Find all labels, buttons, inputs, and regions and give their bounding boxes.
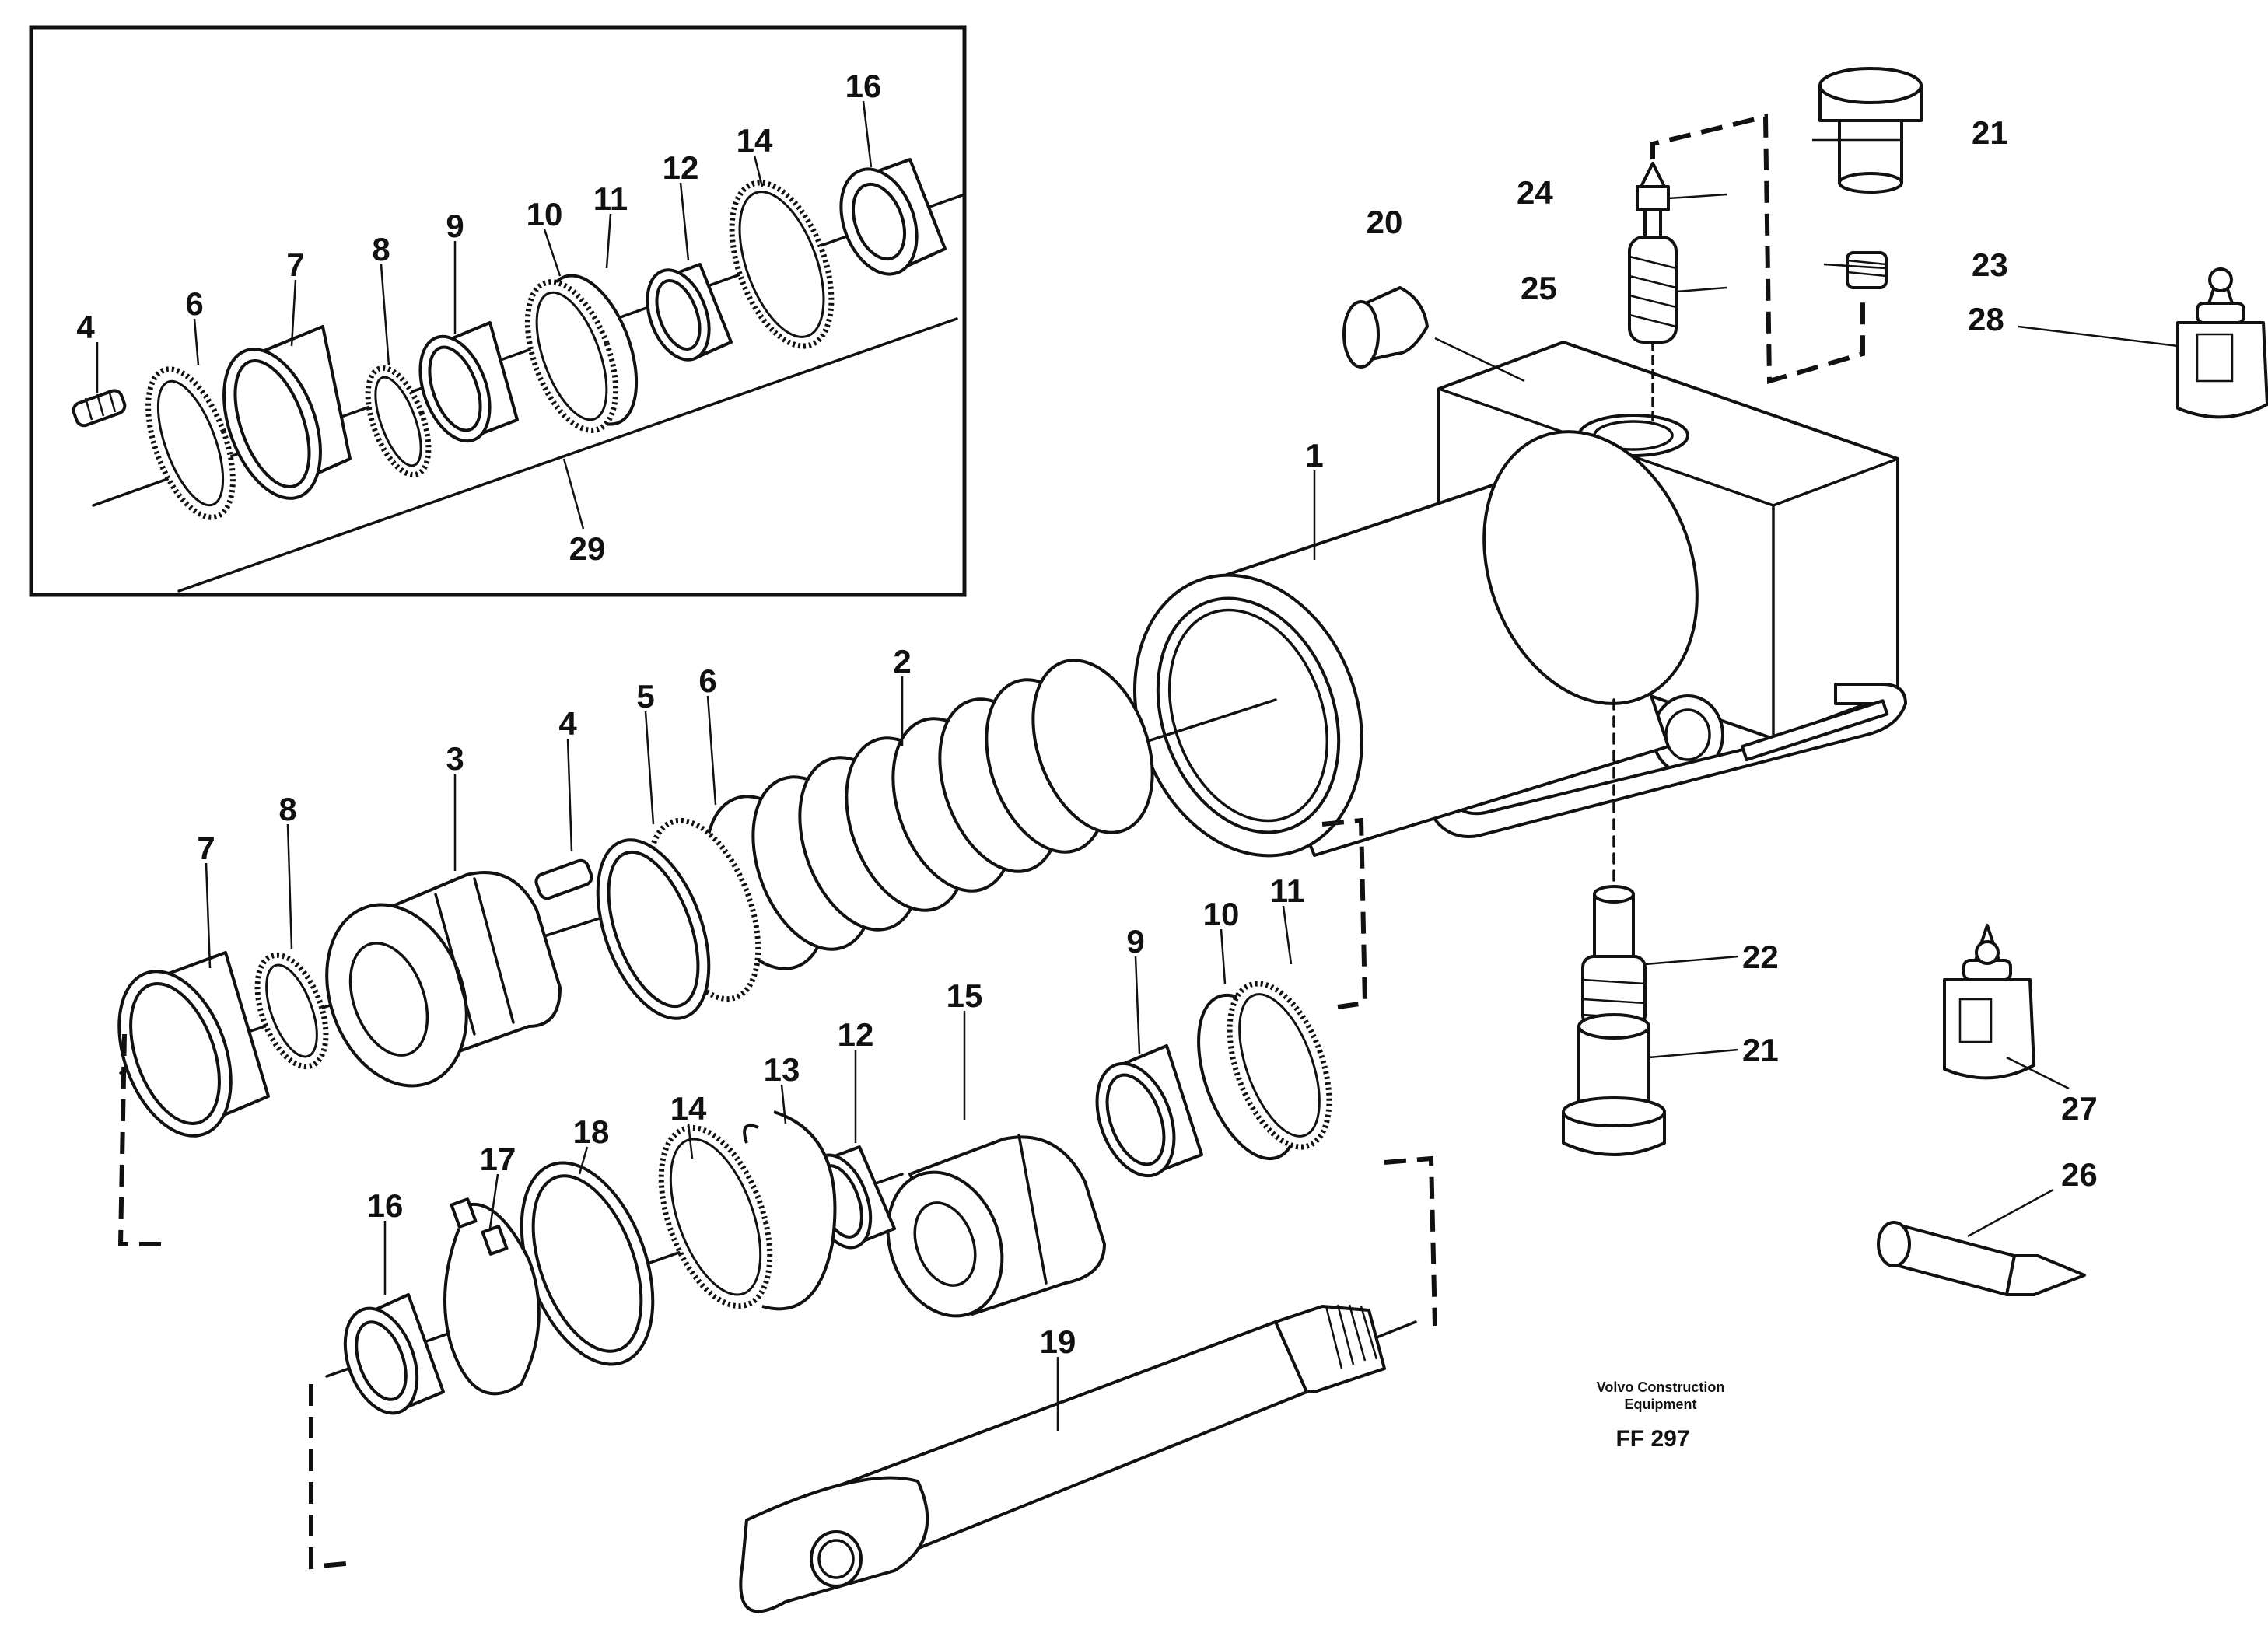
callout-inset-7: 7	[286, 246, 304, 283]
callout-17: 17	[480, 1141, 516, 1177]
callout-18: 18	[573, 1113, 610, 1150]
callout-inset-10: 10	[527, 196, 563, 232]
piston	[325, 871, 562, 1088]
cylinder-barrel	[1133, 430, 1699, 858]
callout-22: 22	[1742, 939, 1779, 975]
inset-detail-box	[29, 25, 967, 597]
plug-20	[1342, 286, 1525, 383]
main-callouts: 1 2 3 4 5 6 7 8 9 10 11 12 13 14 15 16 1…	[197, 114, 2097, 1360]
callout-28: 28	[1968, 301, 2004, 337]
callout-21-top: 21	[1972, 114, 2008, 151]
end-seal	[343, 1293, 445, 1415]
figure-code: FF 297	[1615, 1426, 1689, 1452]
callout-13: 13	[764, 1051, 800, 1088]
inset-set-screw	[72, 389, 127, 428]
tube-26	[1877, 1221, 2086, 1296]
callout-inset-12: 12	[663, 149, 699, 186]
inset-seal-pair	[524, 274, 639, 433]
callout-inset-14: 14	[737, 122, 773, 159]
callout-11: 11	[1270, 872, 1304, 909]
plug-21-bottom	[1562, 1013, 1666, 1156]
callout-9: 9	[1126, 923, 1144, 960]
callout-inset-9: 9	[446, 208, 464, 244]
valve-22	[1581, 885, 1647, 1028]
bottle-27	[1943, 924, 2035, 1080]
guide-ring	[1095, 1044, 1203, 1178]
callout-20: 20	[1367, 204, 1403, 240]
callout-inset-8: 8	[372, 231, 390, 267]
callout-3: 3	[446, 740, 464, 777]
callout-24: 24	[1517, 174, 1553, 211]
inset-callouts: 4 6 7 8 9 10 11 12 14 16 29	[76, 68, 881, 567]
inset-guide-ring	[418, 321, 519, 443]
publisher-credit: Volvo Construction Equipment FF 297	[1597, 1379, 1725, 1452]
circlip	[443, 1197, 541, 1396]
guide-bushing	[117, 951, 270, 1138]
callout-23: 23	[1972, 246, 2008, 283]
plug-21-top	[1818, 67, 1923, 194]
set-screw	[534, 858, 593, 900]
credit-line-2: Equipment	[1625, 1397, 1697, 1412]
callout-12: 12	[838, 1016, 874, 1053]
callout-inset-11: 11	[593, 180, 628, 217]
callout-10: 10	[1203, 896, 1240, 932]
callout-21-bottom: 21	[1742, 1032, 1779, 1068]
callout-inset-6: 6	[185, 285, 203, 322]
callout-25: 25	[1521, 270, 1557, 306]
bottle-28	[2176, 267, 2268, 419]
callout-7: 7	[197, 830, 215, 866]
callout-19: 19	[1040, 1323, 1076, 1360]
inset-end-seal	[839, 158, 947, 276]
callout-6: 6	[698, 662, 716, 699]
spring-25	[1628, 236, 1678, 344]
callout-27: 27	[2061, 1090, 2098, 1127]
callout-15: 15	[947, 977, 983, 1014]
callout-2: 2	[893, 643, 911, 680]
inset-wiper	[646, 263, 733, 362]
credit-line-1: Volvo Construction	[1597, 1379, 1725, 1395]
callout-5: 5	[636, 678, 654, 715]
callout-inset-4: 4	[76, 309, 95, 345]
spring	[705, 659, 1154, 970]
piston-rod	[739, 1304, 1386, 1613]
callout-16: 16	[367, 1187, 404, 1224]
inset-bushing	[222, 325, 352, 500]
callout-1: 1	[1305, 437, 1323, 474]
piston-head	[886, 1134, 1106, 1318]
part-23	[1846, 251, 1888, 289]
callout-8: 8	[278, 791, 296, 827]
callout-inset-16: 16	[845, 68, 882, 104]
callout-26: 26	[2061, 1156, 2098, 1193]
callout-4: 4	[558, 705, 577, 742]
callout-14: 14	[670, 1090, 707, 1127]
callout-inset-29: 29	[569, 530, 606, 567]
